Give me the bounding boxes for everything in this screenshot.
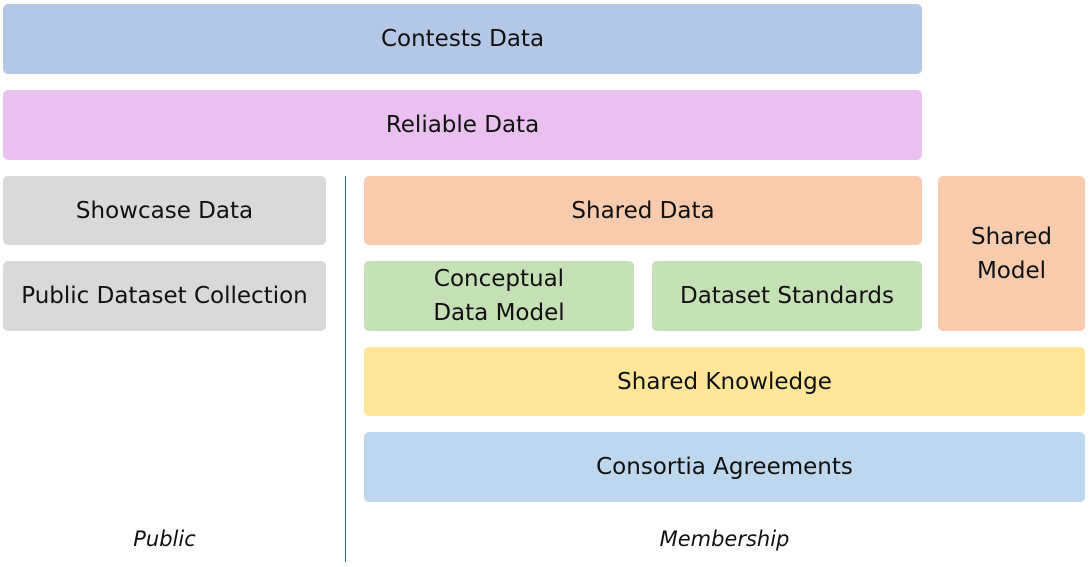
public-caption: Public <box>133 527 196 551</box>
reliable-data-box: Reliable Data <box>3 90 922 160</box>
membership-caption: Membership <box>659 527 790 551</box>
public-dataset-collection-label: Public Dataset Collection <box>21 283 308 309</box>
shared-model-box: Shared Model <box>938 176 1085 331</box>
consortia-agreements-box: Consortia Agreements <box>364 432 1085 502</box>
conceptual-data-model-box: Conceptual Data Model <box>364 261 634 331</box>
showcase-data-label: Showcase Data <box>75 197 254 224</box>
shared-data-label: Shared Data <box>571 197 715 224</box>
contests-data-box: Contests Data <box>3 4 922 74</box>
contests-data-label: Contests Data <box>380 26 545 52</box>
shared-data-box: Shared Data <box>364 176 922 245</box>
dataset-standards-box: Dataset Standards <box>652 261 922 331</box>
conceptual-data-model-label: Conceptual Data Model <box>433 266 565 326</box>
public-membership-divider <box>345 176 346 562</box>
shared-knowledge-box: Shared Knowledge <box>364 347 1085 416</box>
reliable-data-label: Reliable Data <box>385 112 540 138</box>
public-dataset-collection-box: Public Dataset Collection <box>3 261 326 331</box>
shared-knowledge-label: Shared Knowledge <box>617 368 832 395</box>
dataset-standards-label: Dataset Standards <box>680 283 894 309</box>
shared-model-label: Shared Model <box>971 223 1052 284</box>
showcase-data-box: Showcase Data <box>3 176 326 245</box>
consortia-agreements-label: Consortia Agreements <box>596 454 853 480</box>
